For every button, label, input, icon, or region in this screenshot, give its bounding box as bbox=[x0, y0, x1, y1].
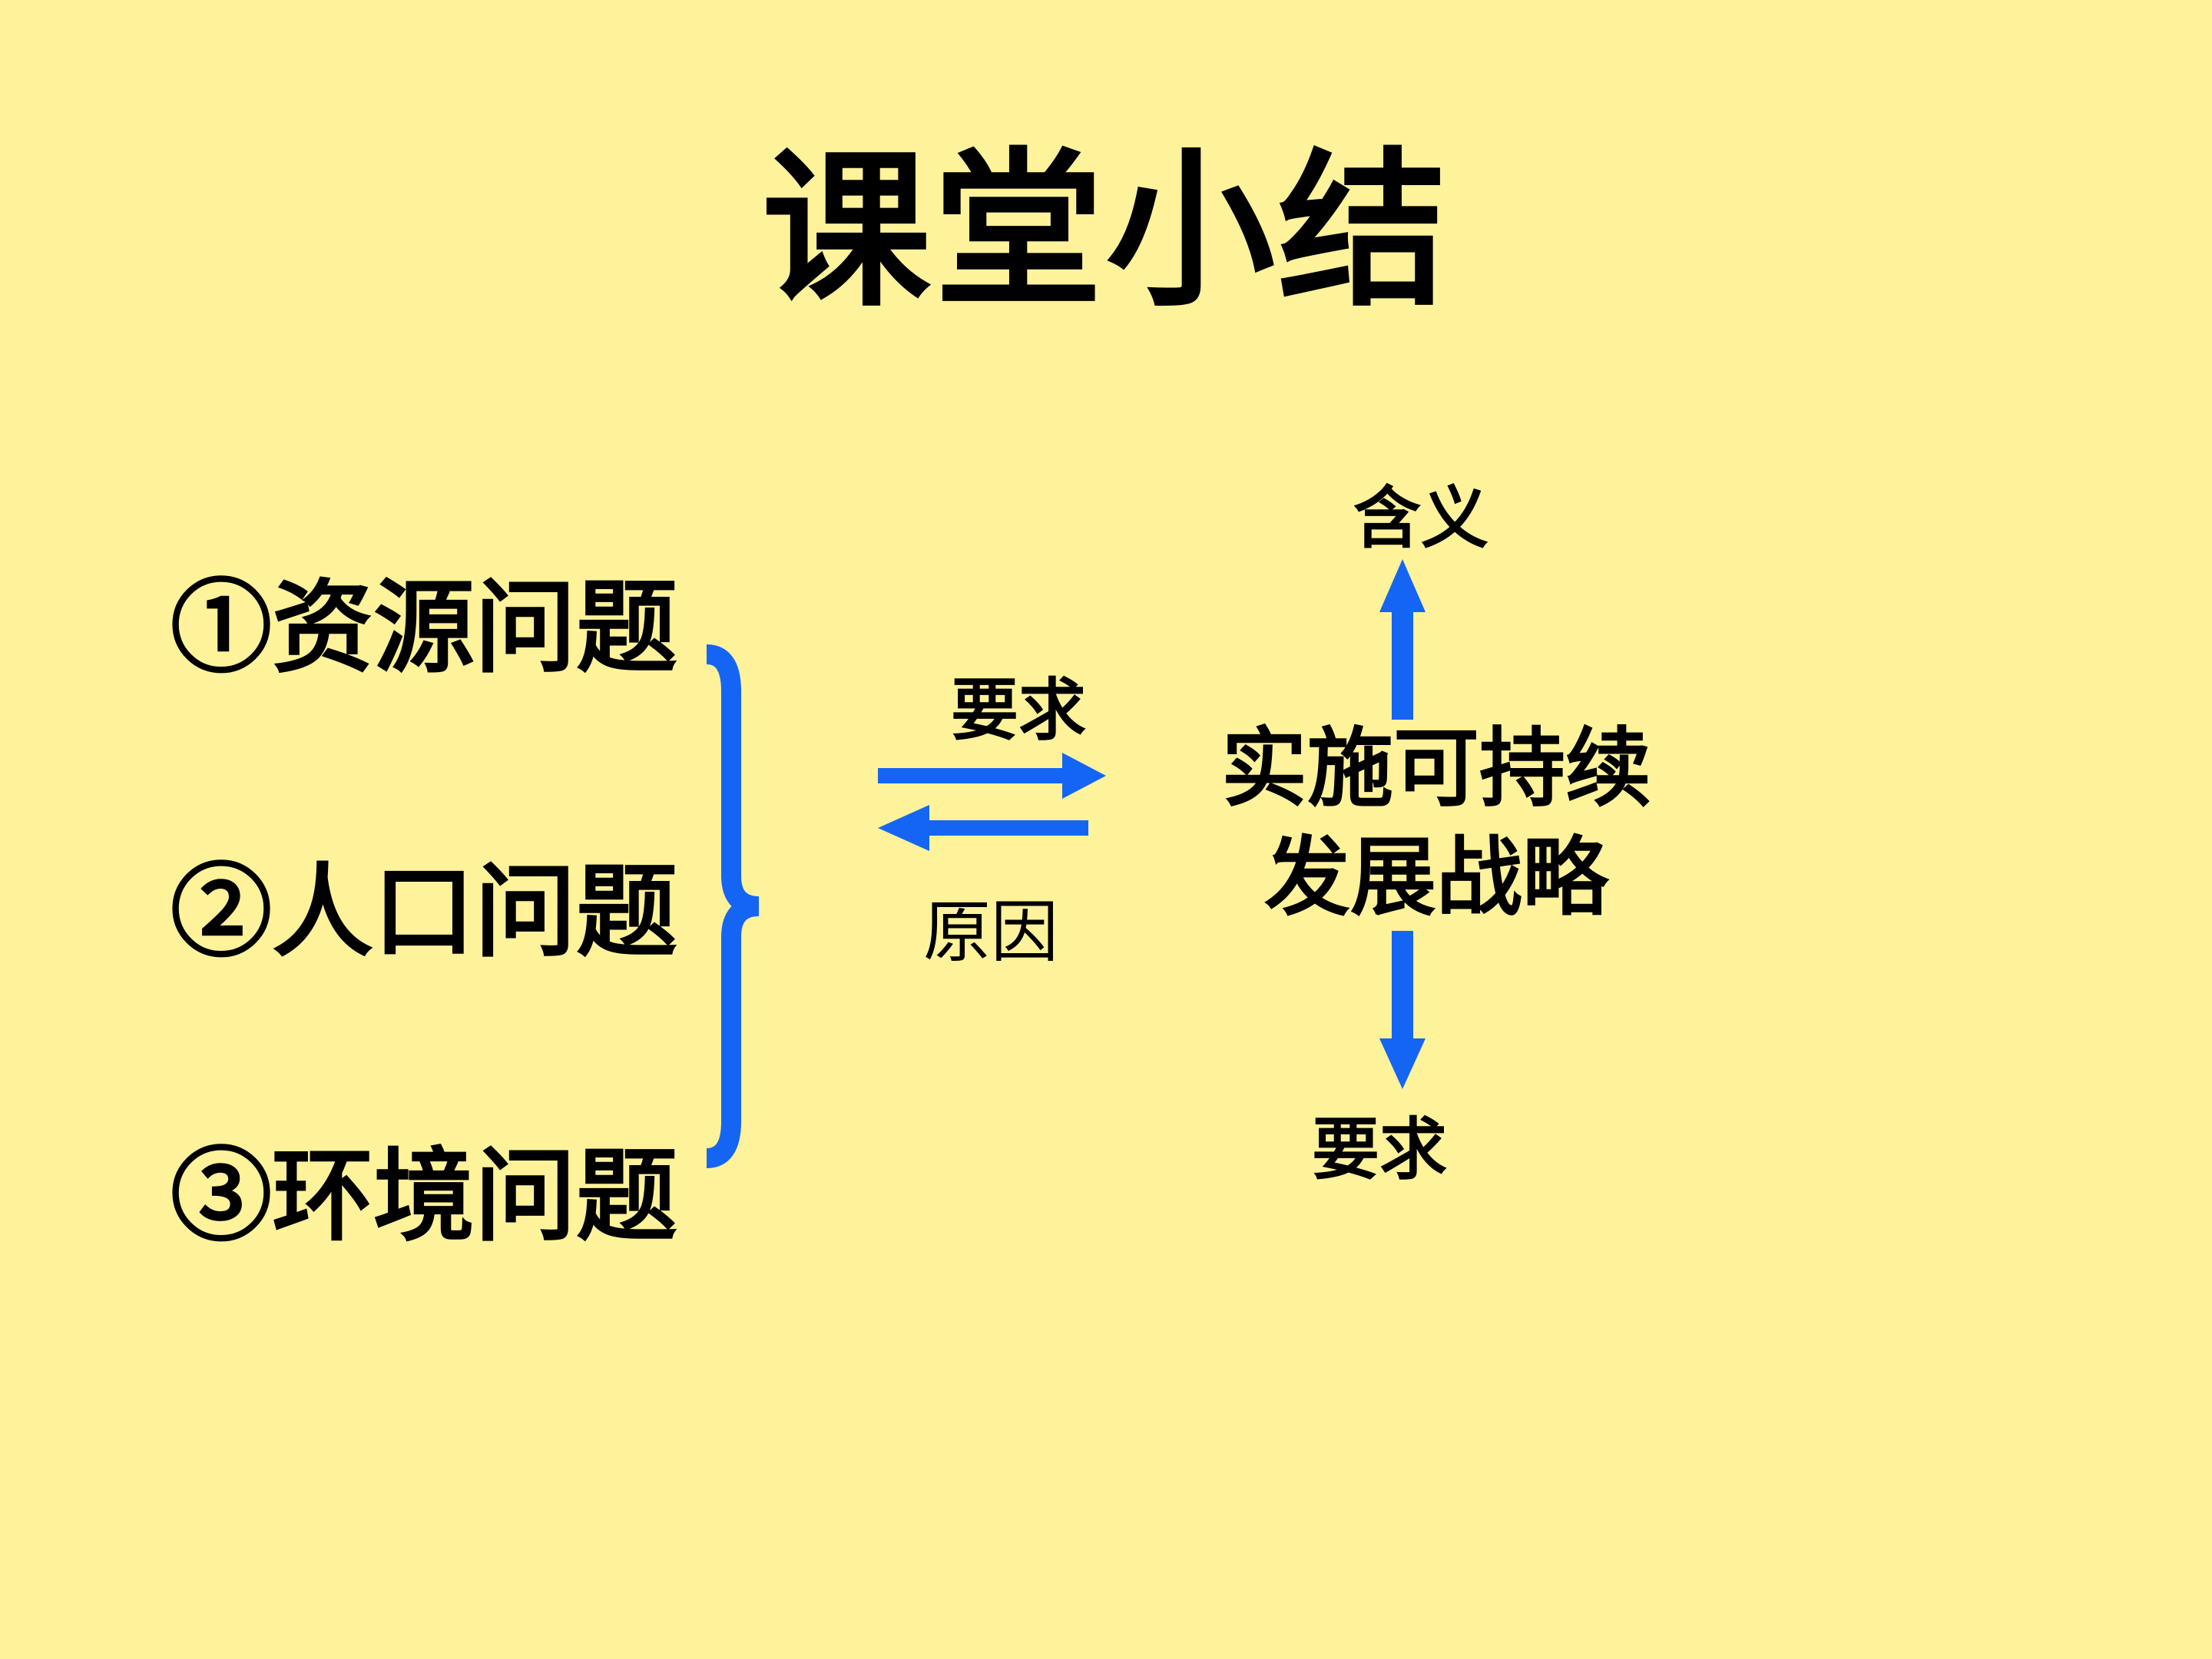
issue-population: ②人口问题 bbox=[171, 853, 677, 972]
forward-arrow bbox=[878, 753, 1106, 799]
meaning-label: 含义 bbox=[1353, 478, 1489, 558]
slide-title: 课堂小结 bbox=[761, 131, 1450, 329]
down-arrow bbox=[1379, 931, 1426, 1089]
issue-resources: ①资源问题 bbox=[171, 568, 677, 687]
central-concept-line-2: 发展战略 bbox=[1264, 828, 1608, 928]
central-concept: 实施可持续 发展战略 bbox=[1183, 714, 1690, 932]
issue-environment: ③环境问题 bbox=[171, 1137, 677, 1256]
forward-arrow-label: 要求 bbox=[951, 670, 1087, 750]
grouping-brace bbox=[705, 644, 760, 1168]
backward-arrow-label: 原因 bbox=[923, 892, 1059, 972]
up-arrow bbox=[1379, 559, 1426, 720]
requirement-label: 要求 bbox=[1312, 1109, 1448, 1189]
backward-arrow bbox=[878, 805, 1088, 851]
central-concept-line-1: 实施可持续 bbox=[1221, 719, 1651, 819]
